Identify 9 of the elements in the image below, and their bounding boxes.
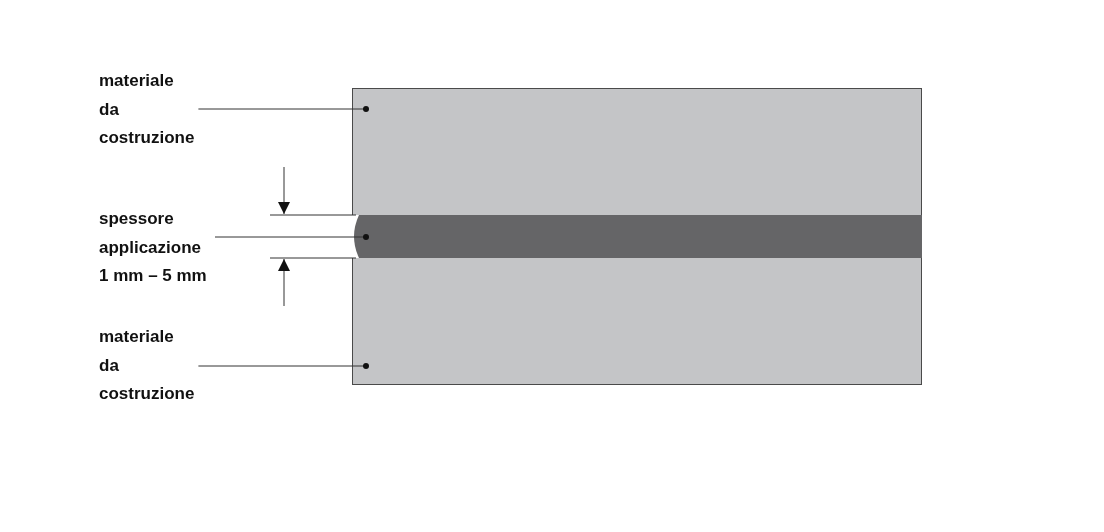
material-layer	[352, 88, 922, 215]
callout-label: materiale da costruzione	[99, 323, 195, 409]
callout-label: materiale da costruzione	[99, 67, 195, 153]
material-layer	[352, 258, 922, 385]
leader-line	[197, 363, 369, 369]
callout-label: spessore applicazione 1 mm – 5 mm	[99, 205, 211, 291]
leader-line	[197, 106, 369, 112]
sealant-joint	[352, 215, 922, 258]
leader-line	[214, 234, 369, 240]
